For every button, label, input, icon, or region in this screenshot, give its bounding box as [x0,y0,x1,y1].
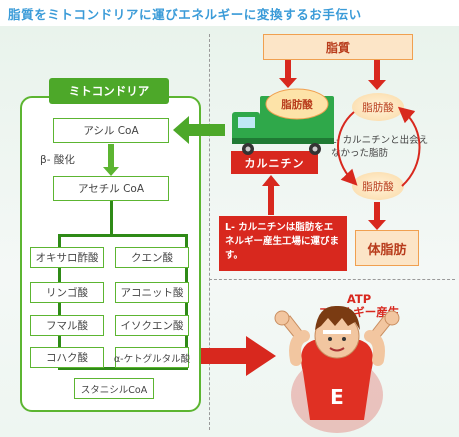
truck-icon [232,88,334,155]
cycle-item-citrate: クエン酸 [115,247,189,268]
cycle-item-ketoglutarate: α-ケトグルタル酸 [114,347,190,368]
mitochondria-label: ミトコンドリア [49,78,169,104]
carnitine-note: L- カルニチンは脂肪をエネルギー産生工場に運びます。 [219,216,347,271]
cycle-item-succinate: コハク酸 [30,347,104,368]
cycle-bottom-line [58,367,188,370]
succinyl-coa-box: スタニシルCoA [74,378,154,399]
arrow-note-to-carnitine [262,175,280,215]
lipid-box: 脂質 [263,34,413,60]
cycle-item-fumarate: フマル酸 [30,315,104,336]
cycle-item-malate: リンゴ酸 [30,282,104,303]
page-title: 脂質をミトコンドリアに運びエネルギーに変換するお手伝い [8,7,362,22]
body-fat-box: 体脂肪 [355,230,419,266]
carnitine-label: カルニチン [231,151,318,174]
arrow-to-atp [201,336,276,376]
acyl-coa-box: アシル CoA [53,118,169,143]
arrow-lipid-to-fatty-acid [368,60,386,90]
fatty-acid-oval-bottom: 脂肪酸 [352,172,404,200]
divider-horizontal [209,279,455,280]
unmet-fat-text: L- カルニチンと出会えなかった脂肪 [331,135,429,159]
fatty-acid-oval-top: 脂肪酸 [352,93,404,121]
cycle-item-aconitate: アコニット酸 [115,282,189,303]
cycle-item-isocitrate: イソクエン酸 [115,315,189,336]
arrow-to-acyl-coa [173,116,225,144]
truck-cargo-label: 脂肪酸 [281,99,313,111]
energy-figure-icon: E [274,305,400,433]
arrow-curve-left [337,111,358,186]
acetyl-coa-box: アセチル CoA [53,176,169,201]
acetyl-to-cycle-line [110,201,113,235]
atp-title: ATP [346,292,372,306]
arrow-lipid-to-truck [279,60,297,88]
beta-oxidation-label: β- 酸化 [40,154,75,166]
figure-letter: E [330,385,344,409]
arrow-beta-oxidation [103,144,119,176]
arrow-to-body-fat [368,202,386,230]
divider-vertical [209,34,210,430]
cycle-item-oxaloacetate: オキサロ酢酸 [30,247,104,268]
cycle-top-line [58,234,188,237]
arrow-curve-right [397,106,421,187]
